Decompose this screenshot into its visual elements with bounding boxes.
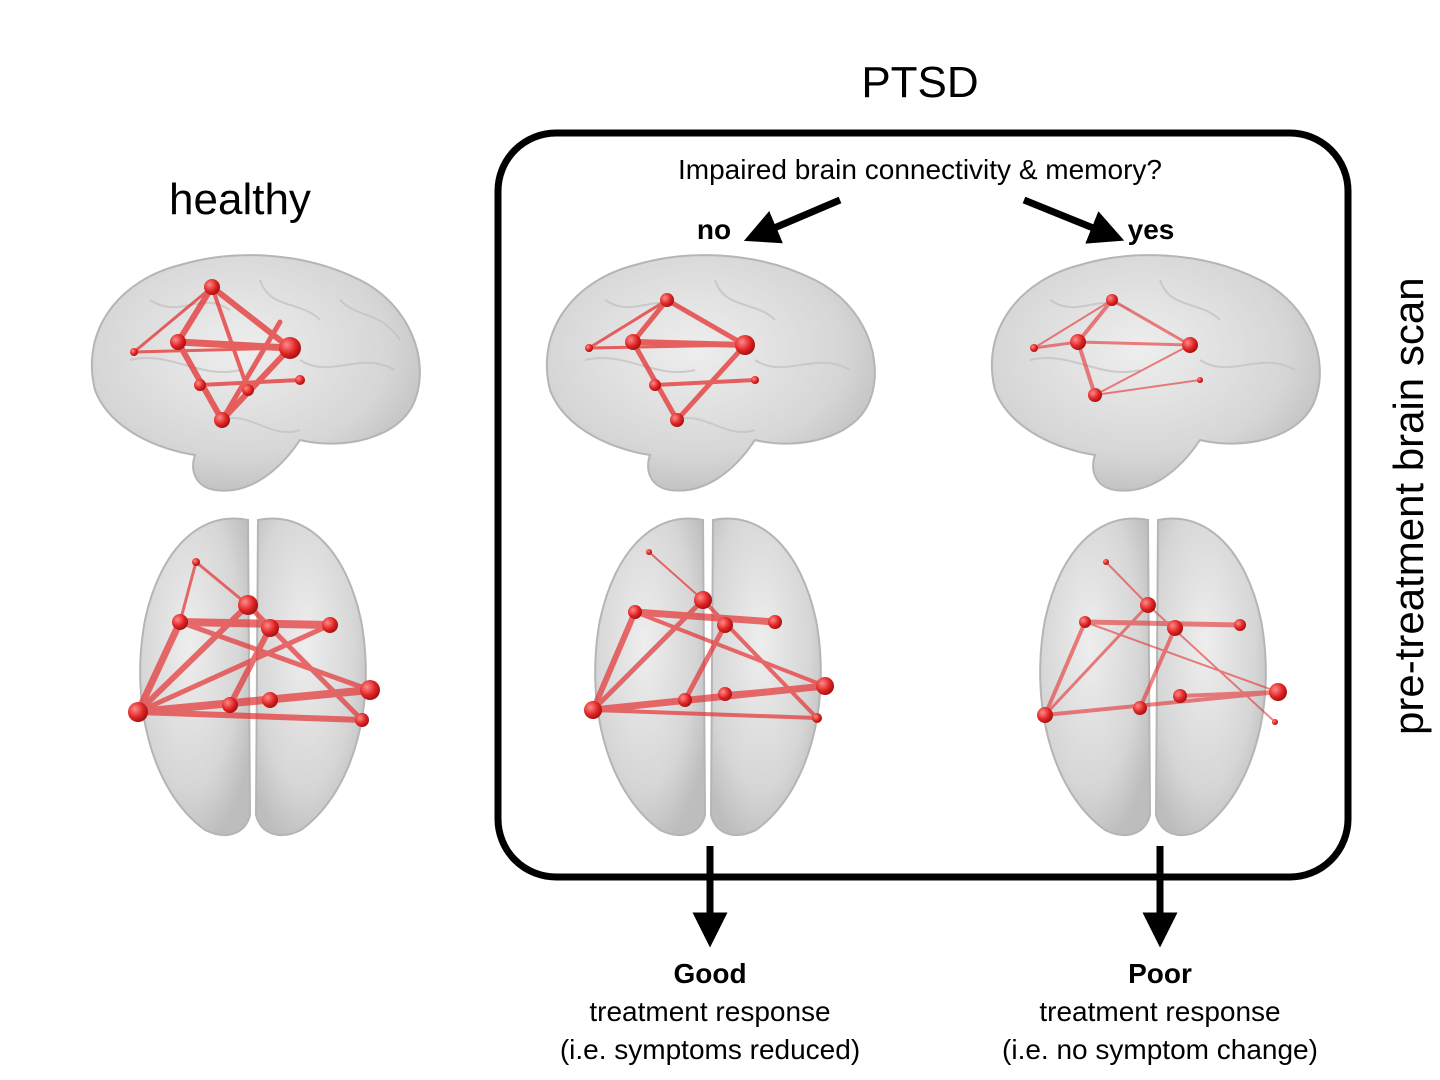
decision-question: Impaired brain connectivity & memory? [678,154,1162,185]
outcome-poor-title: Poor [1128,958,1192,989]
ptsd-yes-lateral-brain [990,254,1321,492]
outcome-poor-line2: (i.e. no symptom change) [1002,1034,1318,1065]
outcome-good-title: Good [673,958,747,989]
side-label-pre-treatment: pre-treatment brain scan [1385,277,1432,735]
ptsd-yes-axial-brain [1037,517,1287,836]
outcome-good-line1: treatment response [589,996,831,1027]
branch-no-label: no [696,214,732,245]
branch-yes-label: yes [1127,214,1175,245]
outcome-good-line2: (i.e. symptoms reduced) [559,1034,861,1065]
outcome-good: Good treatment response (i.e. symptoms r… [510,955,910,1069]
arrow-to-yes [1022,196,1125,244]
ptsd-no-axial-brain [584,517,834,836]
arrow-to-no [743,196,842,244]
outcome-poor-line1: treatment response [1039,996,1281,1027]
ptsd-no-lateral-brain [545,254,876,492]
healthy-axial-brain [128,517,380,836]
ptsd-title: PTSD [861,58,979,107]
healthy-lateral-brain [90,254,421,492]
healthy-label: healthy [169,175,311,224]
outcome-poor: Poor treatment response (i.e. no symptom… [960,955,1360,1069]
ptsd-frame [494,129,1352,881]
